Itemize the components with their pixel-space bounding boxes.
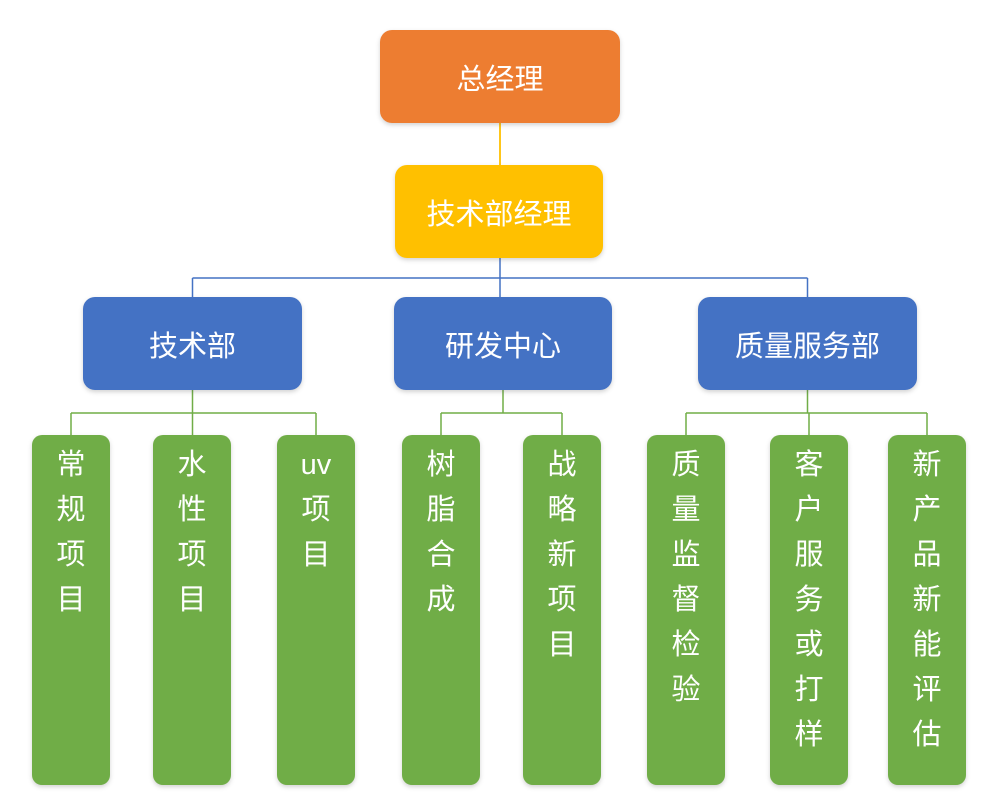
node-regular-projects: 常 规 项 目 <box>32 435 110 785</box>
node-general-manager: 总经理 <box>380 30 620 123</box>
node-regular-projects-label: 常 规 项 目 <box>56 449 86 616</box>
connector-l2-l3 <box>191 258 809 297</box>
node-new-product-evaluation-label: 新 产 品 新 能 评 估 <box>912 449 942 751</box>
connector-quality-dept-children <box>685 390 928 435</box>
node-rd-center: 研发中心 <box>394 297 612 390</box>
node-strategic-new-projects: 战 略 新 项 目 <box>523 435 601 785</box>
node-customer-service-sampling: 客 户 服 务 或 打 样 <box>770 435 848 785</box>
node-waterborne-projects-label: 水 性 项 目 <box>177 449 207 616</box>
node-quality-service-dept: 质量服务部 <box>698 297 917 390</box>
connector-rd-center-children <box>440 390 563 435</box>
node-resin-synthesis-label: 树 脂 合 成 <box>426 449 456 616</box>
connector-tech-dept-children <box>70 390 317 435</box>
node-waterborne-projects: 水 性 项 目 <box>153 435 231 785</box>
node-customer-service-sampling-label: 客 户 服 务 或 打 样 <box>794 449 824 751</box>
node-resin-synthesis: 树 脂 合 成 <box>402 435 480 785</box>
node-rd-center-label: 研发中心 <box>444 330 561 363</box>
node-uv-projects: uv 项 目 <box>277 435 355 785</box>
node-new-product-evaluation: 新 产 品 新 能 评 估 <box>888 435 966 785</box>
node-tech-dept-manager-label: 技术部经理 <box>426 198 572 231</box>
node-uv-projects-label: uv 项 目 <box>300 449 332 571</box>
node-tech-dept: 技术部 <box>83 297 302 390</box>
node-quality-service-dept-label: 质量服务部 <box>734 330 880 363</box>
node-quality-inspection-label: 质 量 监 督 检 验 <box>671 449 701 706</box>
node-quality-inspection: 质 量 监 督 检 验 <box>647 435 725 785</box>
node-strategic-new-projects-label: 战 略 新 项 目 <box>547 449 577 661</box>
node-tech-dept-manager: 技术部经理 <box>395 165 603 258</box>
node-tech-dept-label: 技术部 <box>148 330 236 363</box>
node-general-manager-label: 总经理 <box>456 63 544 96</box>
